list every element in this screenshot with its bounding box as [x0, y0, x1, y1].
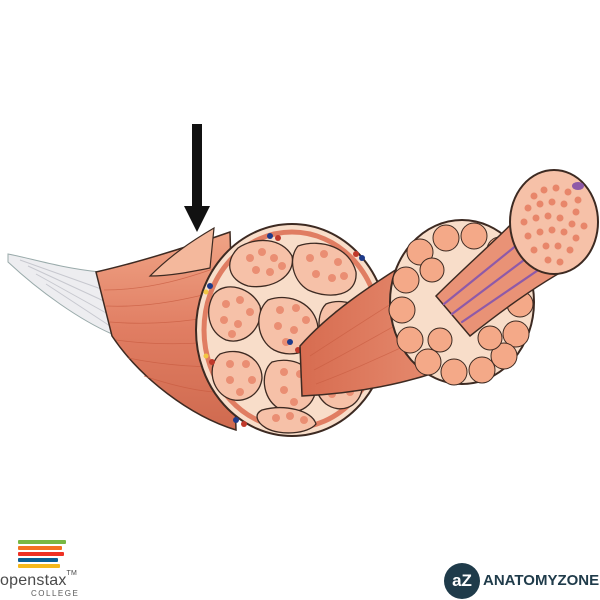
myofibril-dots	[520, 184, 588, 266]
openstax-wordmark: openstaxTM	[0, 570, 78, 590]
logo-stripe-1	[18, 540, 66, 544]
openstax-word: openstax	[0, 572, 67, 589]
pointer-arrow	[184, 124, 210, 232]
logo-stripe-5	[18, 564, 60, 568]
fiber-nucleus	[572, 182, 584, 190]
openstax-logo	[0, 536, 100, 600]
logo-stripe-3	[18, 552, 64, 556]
openstax-tm: TM	[66, 570, 78, 577]
fascicle-fibers	[388, 222, 534, 386]
tendon-striations	[19, 259, 111, 327]
muscle-belly	[95, 230, 237, 432]
logo-stripe-4	[18, 558, 58, 562]
tendon	[7, 253, 113, 335]
anatomyzone-logo-icon: aZ	[444, 563, 480, 599]
anatomyzone-wordmark: ANATOMYZONE	[483, 572, 600, 589]
openstax-college: COLLEGE	[31, 589, 80, 598]
logo-stripe-2	[18, 546, 62, 550]
epimysium-flap	[148, 226, 215, 277]
